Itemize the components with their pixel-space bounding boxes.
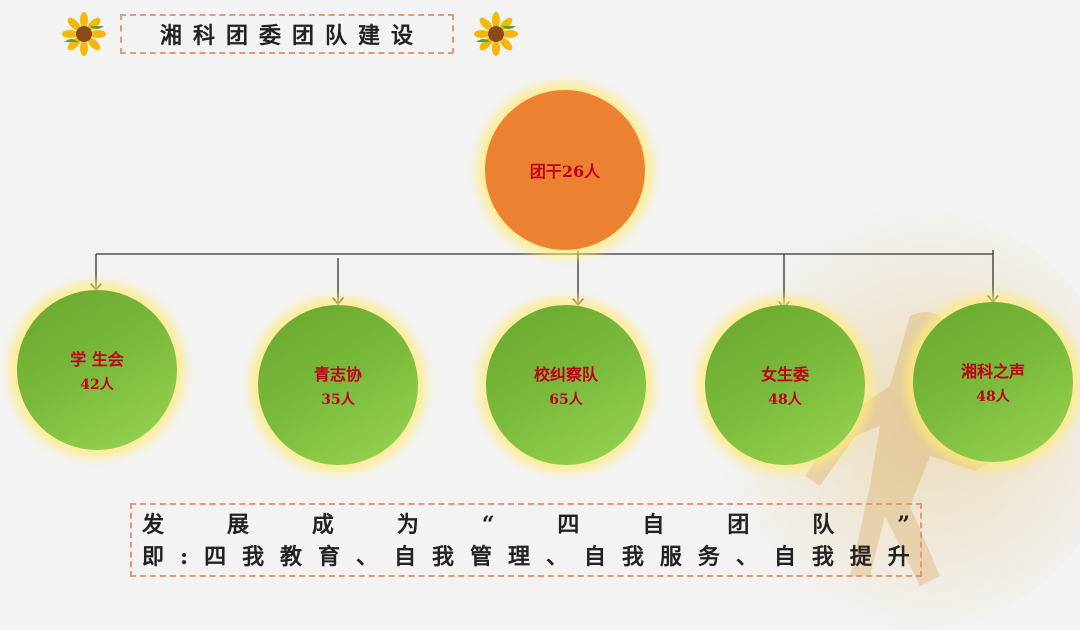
motto-char: 升 xyxy=(887,544,910,570)
child-node-female-committee: 女生委 48人 xyxy=(705,305,865,465)
motto-char: 四 xyxy=(204,544,227,570)
motto-char: 即 xyxy=(142,544,165,570)
motto-line-2: 即:四我教育、自我管理、自我服务、自我提升 xyxy=(142,541,910,573)
motto-char: 团 xyxy=(727,512,750,538)
sunflower-icon xyxy=(62,12,106,56)
motto-char: 自 xyxy=(642,512,665,538)
child-node-volunteer-association: 青志协 35人 xyxy=(258,305,418,465)
motto-char: 服 xyxy=(659,544,682,570)
motto-char: 管 xyxy=(469,544,492,570)
motto-char: 、 xyxy=(356,544,379,570)
root-node-label: 团干26人 xyxy=(529,162,601,181)
child-node-campus-radio: 湘科之声 48人 xyxy=(913,302,1073,462)
motto-char: 我 xyxy=(431,544,454,570)
motto-char: 我 xyxy=(242,544,265,570)
motto-char: 育 xyxy=(318,544,341,570)
motto-char: 展 xyxy=(226,512,249,538)
motto-char: 、 xyxy=(735,544,758,570)
motto-char: 自 xyxy=(773,544,796,570)
motto-char: 提 xyxy=(849,544,872,570)
motto-char: : xyxy=(179,544,189,570)
motto-char: 、 xyxy=(545,544,568,570)
motto-char: 我 xyxy=(621,544,644,570)
child-node-label: 学 生会 xyxy=(70,350,124,369)
child-node-label: 青志协 xyxy=(313,365,362,384)
motto-char: 成 xyxy=(311,512,334,538)
motto-char: 四 xyxy=(557,512,580,538)
child-node-count: 48人 xyxy=(976,389,1010,405)
motto-line-1: 发 展 成 为 “ 四 自 团 队 ” xyxy=(142,509,910,541)
runner-silhouette xyxy=(805,312,1025,586)
page-title: 湘科团委团队建设 xyxy=(120,14,454,54)
child-node-student-union: 学 生会 42人 xyxy=(17,290,177,450)
motto-box: 发展成为“四自团队” 即:四我教育、自我管理、自我服务、自我提升 xyxy=(130,503,922,577)
root-node: 团干26人 xyxy=(485,90,645,250)
child-node-count: 48人 xyxy=(768,392,802,408)
motto-char: 发 xyxy=(142,512,165,538)
child-node-count: 35人 xyxy=(321,392,355,408)
motto-char: 我 xyxy=(811,544,834,570)
child-node-label: 校纠察队 xyxy=(533,365,598,384)
motto-char: 自 xyxy=(583,544,606,570)
motto-char: 自 xyxy=(394,544,417,570)
sunflower-icon xyxy=(474,12,518,56)
child-node-label: 湘科之声 xyxy=(960,362,1025,381)
child-node-count: 42人 xyxy=(80,377,114,393)
motto-char: 队 xyxy=(812,512,835,538)
child-node-count: 65人 xyxy=(549,392,583,408)
child-node-patrol-team: 校纠察队 65人 xyxy=(486,305,646,465)
motto-char: 为 xyxy=(396,512,419,538)
motto-char: 理 xyxy=(507,544,530,570)
motto-char: 务 xyxy=(697,544,720,570)
motto-char: “ xyxy=(481,512,495,538)
child-node-label: 女生委 xyxy=(760,365,809,384)
motto-char: 教 xyxy=(280,544,303,570)
motto-char: ” xyxy=(897,512,910,538)
